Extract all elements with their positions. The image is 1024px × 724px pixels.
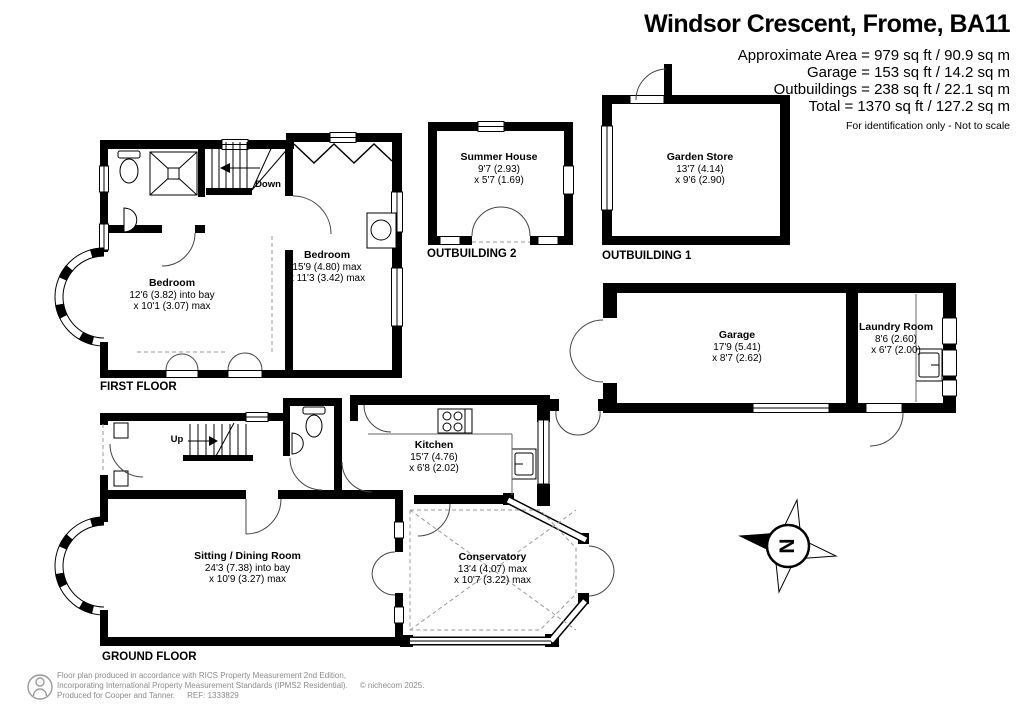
room-dim: x 11'3 (3.42) max — [288, 273, 366, 284]
footer: Floor plan produced in accordance with R… — [57, 671, 424, 701]
room-dim: x 10'9 (3.27) max — [209, 574, 286, 585]
room-dim: x 10'1 (3.07) max — [133, 301, 211, 312]
footer-ipms: Incorporating International Property Mea… — [57, 681, 348, 690]
footer-ref: REF: 1333829 — [187, 691, 239, 700]
footer-line2: Incorporating International Property Mea… — [57, 681, 424, 691]
room-name: Summer House — [460, 151, 538, 163]
room-dim: 15'9 (4.80) max — [292, 261, 362, 273]
footer-produced-for: Produced for Cooper and Tanner. — [57, 691, 176, 700]
stairs-up-label: Up — [170, 434, 184, 445]
room-dim: x 9'6 (2.90) — [675, 175, 725, 186]
compass-north-icon — [738, 498, 838, 594]
outbuilding1-label: OUTBUILDING 1 — [602, 250, 692, 262]
header: Windsor Crescent, Frome, BA11 Approximat… — [644, 10, 1010, 132]
room-dim: 13'7 (4.14) — [676, 163, 724, 175]
room-name: Kitchen — [414, 439, 454, 451]
nichecom-logo-icon — [27, 674, 53, 700]
room-name: Sitting / Dining Room — [194, 550, 301, 562]
room-dim: 13'4 (4.07) max — [457, 563, 528, 575]
stairs-down-label: Down — [255, 179, 281, 190]
room-label-garden-store: Garden Store 13'7 (4.14) x 9'6 (2.90) — [618, 151, 782, 187]
room-dim: x 6'7 (2.00) — [871, 345, 921, 356]
footer-line1: Floor plan produced in accordance with R… — [57, 671, 347, 680]
room-label-kitchen: Kitchen 15'7 (4.76) x 6'8 (2.02) — [354, 439, 514, 475]
room-label-conservatory: Conservatory 13'4 (4.07) max x 10'7 (3.2… — [410, 551, 575, 587]
room-dim: 15'7 (4.76) — [410, 451, 458, 463]
room-name: Garden Store — [666, 151, 734, 163]
room-label-garage: Garage 17'9 (5.41) x 8'7 (2.62) — [657, 329, 817, 365]
room-label-bedroom-left: Bedroom 12'6 (3.82) into bay x 10'1 (3.0… — [92, 277, 252, 313]
ground-floor-label: GROUND FLOOR — [102, 651, 197, 663]
room-dim: 12'6 (3.82) into bay — [129, 289, 215, 301]
room-name: Laundry Room — [858, 321, 934, 333]
room-label-laundry-room: Laundry Room 8'6 (2.60) x 6'7 (2.00) — [822, 321, 970, 357]
room-name: Bedroom — [303, 249, 351, 261]
room-dim: x 8'7 (2.62) — [712, 353, 762, 364]
room-dim: 24'3 (7.38) into bay — [204, 562, 291, 574]
outbuildings-area-line: Outbuildings = 238 sq ft / 22.1 sq m — [773, 81, 1010, 98]
compass-north-label: N — [776, 538, 799, 554]
room-dim: 17'9 (5.41) — [713, 341, 761, 353]
page-title: Windsor Crescent, Frome, BA11 — [644, 10, 1010, 38]
room-name: Conservatory — [458, 551, 527, 563]
room-dim: x 10'7 (3.22) max — [454, 575, 531, 586]
room-name: Garage — [718, 329, 756, 341]
room-label-bedroom-right: Bedroom 15'9 (4.80) max x 11'3 (3.42) ma… — [247, 249, 407, 285]
room-label-summer-house: Summer House 9'7 (2.93) x 5'7 (1.69) — [425, 151, 573, 187]
footer-line3: Produced for Cooper and Tanner. REF: 1333… — [57, 691, 424, 701]
room-dim: 9'7 (2.93) — [478, 163, 520, 175]
room-dim: x 5'7 (1.69) — [474, 175, 524, 186]
room-dim: x 6'8 (2.02) — [409, 463, 459, 474]
first-floor-label: FIRST FLOOR — [100, 381, 177, 393]
total-area-line: Total = 1370 sq ft / 127.2 sq m — [808, 98, 1010, 115]
room-dim: 8'6 (2.60) — [875, 333, 917, 345]
disclaimer: For identification only - Not to scale — [846, 120, 1010, 132]
footer-copyright: © nichecom 2025. — [359, 681, 425, 690]
room-name: Bedroom — [148, 277, 196, 289]
room-label-sitting-dining: Sitting / Dining Room 24'3 (7.38) into b… — [145, 550, 350, 586]
outbuilding2-label: OUTBUILDING 2 — [427, 248, 517, 260]
approx-area-line: Approximate Area = 979 sq ft / 90.9 sq m — [737, 47, 1010, 64]
garage-area-line: Garage = 153 sq ft / 14.2 sq m — [806, 64, 1010, 81]
